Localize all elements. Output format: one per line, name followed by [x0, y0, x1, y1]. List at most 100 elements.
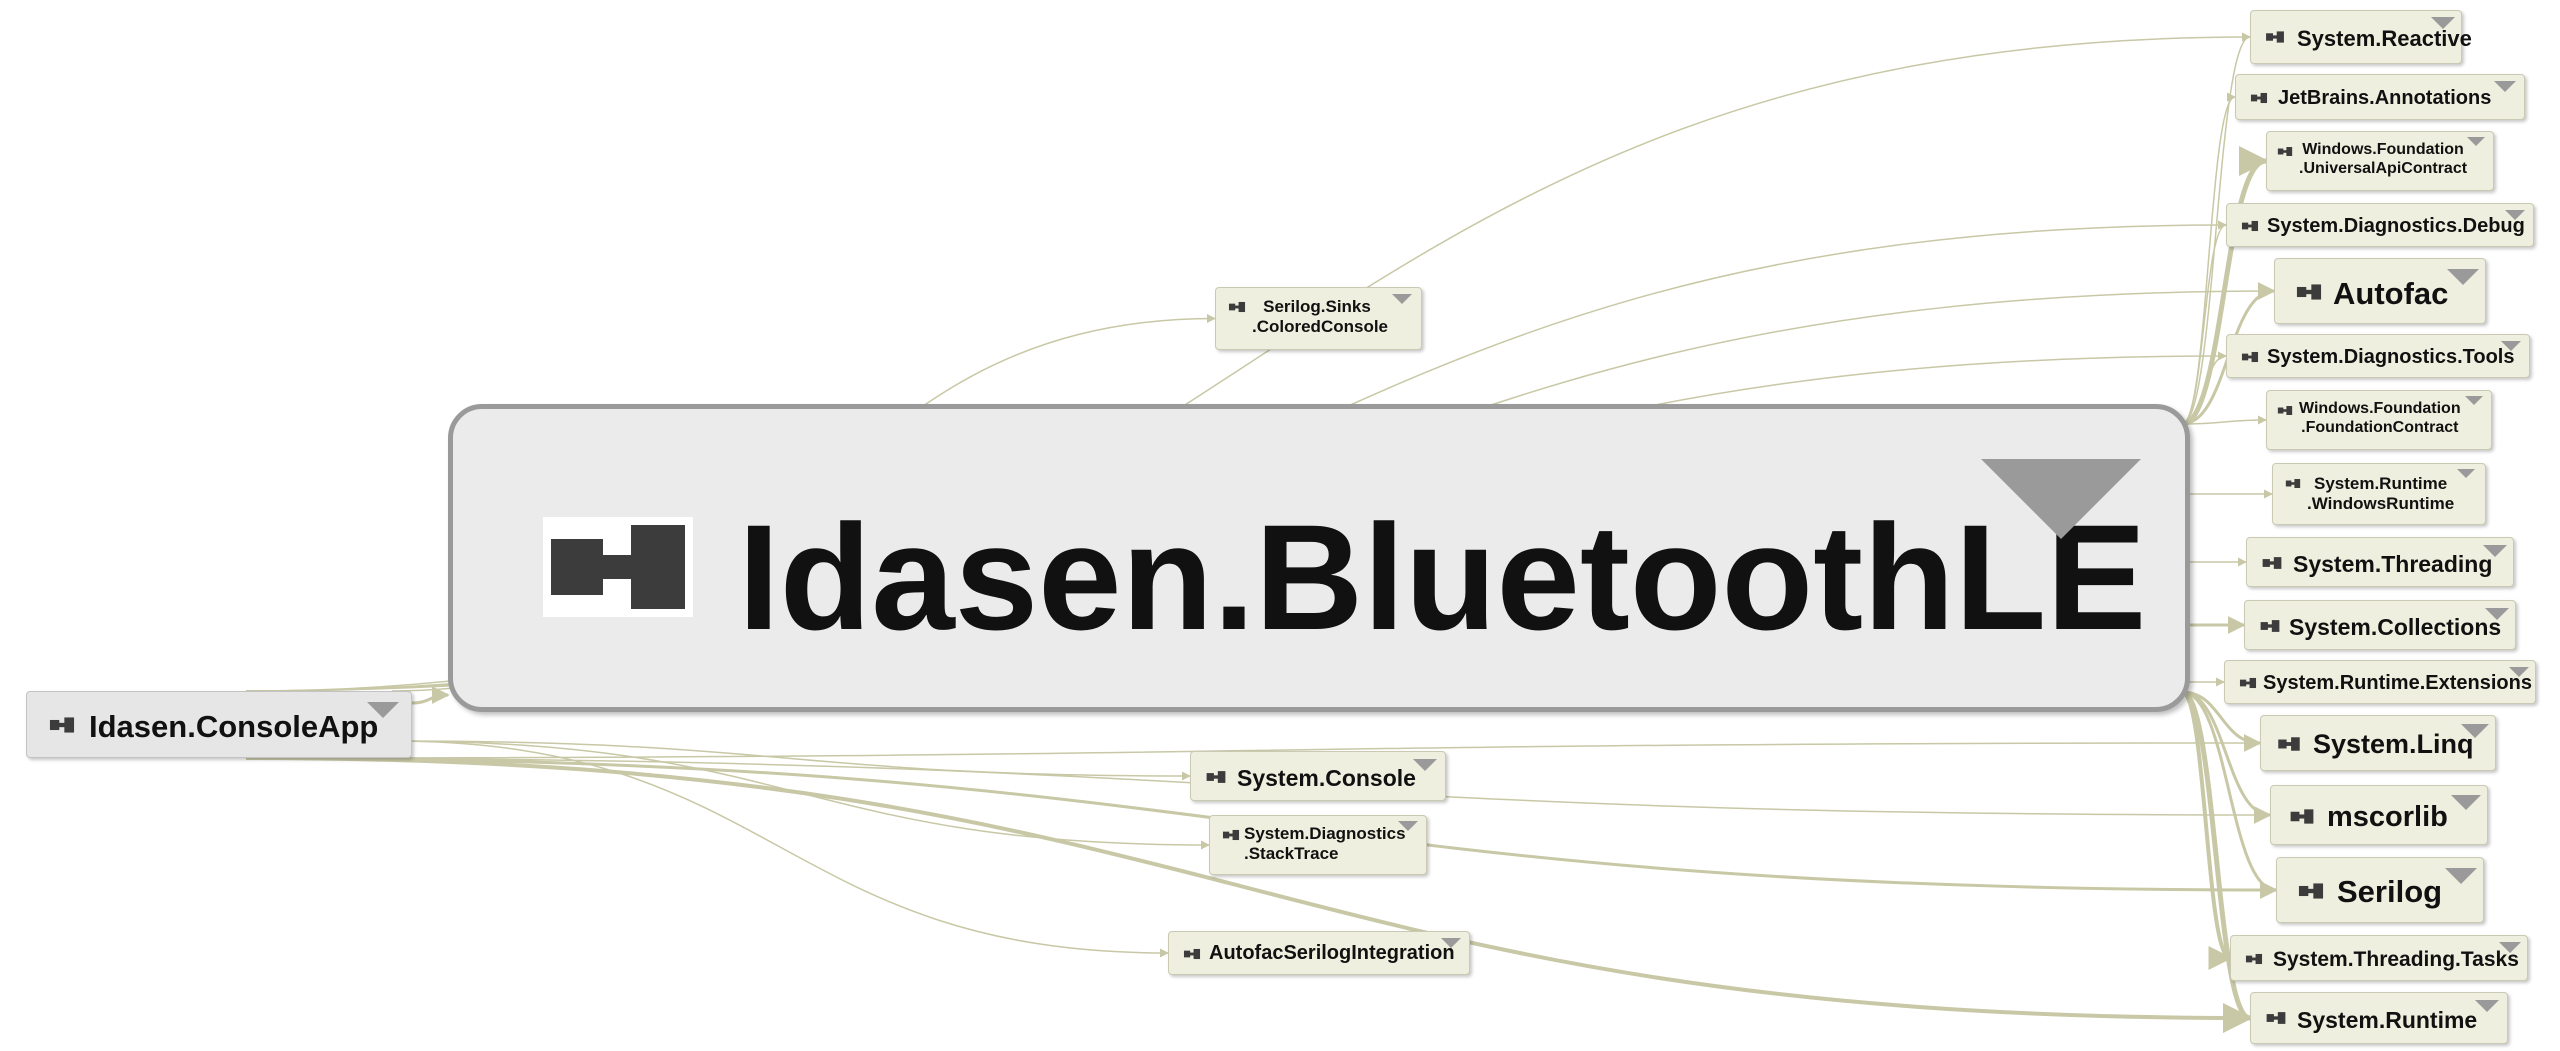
chevron-down-icon[interactable] [2505, 210, 2525, 220]
node-autofacserilogintegration[interactable]: AutofacSerilogIntegration [1168, 931, 1470, 975]
node-system-threading-tasks[interactable]: System.Threading.Tasks [2230, 935, 2528, 981]
node-system-threading[interactable]: System.Threading [2246, 537, 2514, 587]
node-mscorlib[interactable]: mscorlib [2270, 785, 2488, 845]
node-label: System.Runtime [2297, 1007, 2478, 1033]
edge-consoleapp-runtime [245, 756, 2253, 1030]
node-label: AutofacSerilogIntegration [1209, 942, 1455, 964]
chevron-down-icon[interactable] [2457, 469, 2475, 478]
edge-bluetoothle-fc [2181, 415, 2267, 425]
assembly-icon [2277, 736, 2301, 757]
node-label: System.Diagnostics.Debug [2267, 215, 2525, 237]
node-idasen-consoleapp[interactable]: Idasen.ConsoleApp [26, 691, 412, 758]
node-label: Windows.Foundation .FoundationContract [2299, 400, 2461, 436]
source-node-label: Idasen.ConsoleApp [89, 709, 379, 744]
assembly-icon [2277, 144, 2293, 162]
edge-bluetoothle-tasks [2180, 690, 2233, 970]
assembly-icon [47, 716, 77, 739]
node-label: System.Linq [2313, 729, 2474, 759]
node-label: System.Collections [2289, 614, 2502, 640]
chevron-down-icon[interactable] [1392, 294, 1412, 304]
chevron-down-icon[interactable] [2461, 724, 2489, 738]
assembly-icon [2265, 1011, 2287, 1030]
edge-bluetoothle-reactive [2181, 32, 2251, 425]
assembly-icon [2289, 808, 2315, 830]
assembly-icon [2241, 219, 2259, 237]
node-label: System.Console [1237, 765, 1416, 791]
chevron-down-icon[interactable] [367, 702, 399, 718]
node-label: System.Diagnostics.Tools [2267, 346, 2515, 368]
node-system-console[interactable]: System.Console [1190, 751, 1446, 801]
node-system-collections[interactable]: System.Collections [2244, 600, 2516, 650]
assembly-icon [2285, 476, 2301, 494]
node-jetbrains-annotations[interactable]: JetBrains.Annotations [2235, 74, 2525, 120]
node-label: mscorlib [2327, 801, 2448, 833]
edge-consoleapp-bluetoothle [411, 686, 450, 705]
node-serilog-sinks-coloredconsole[interactable]: Serilog.Sinks .ColoredConsole [1215, 287, 1422, 350]
assembly-icon [2245, 952, 2263, 970]
edge-consoleapp-console [391, 740, 1191, 781]
node-label: System.Runtime.Extensions [2263, 672, 2532, 694]
edge-consoleapp-afserilog [391, 740, 1169, 958]
node-system-diagnostics-debug[interactable]: System.Diagnostics.Debug [2226, 203, 2534, 247]
chevron-down-icon[interactable] [2501, 341, 2521, 351]
main-node-label: Idasen.BluetoothLE [738, 493, 2147, 661]
node-label: System.Runtime .WindowsRuntime [2307, 474, 2455, 514]
edge-bluetoothle-tools [2181, 351, 2227, 425]
node-windows-foundation-universalapicontract[interactable]: Windows.Foundation .UniversalApiContract [2266, 131, 2494, 191]
node-system-runtime-windowsruntime[interactable]: System.Runtime .WindowsRuntime [2272, 463, 2486, 525]
node-windows-foundation-foundationcontract[interactable]: Windows.Foundation .FoundationContract [2266, 390, 2492, 450]
edge-consoleapp-linq [245, 738, 2261, 759]
node-serilog[interactable]: Serilog [2276, 857, 2484, 923]
node-label: System.Reactive [2297, 26, 2472, 51]
chevron-down-icon[interactable] [2445, 868, 2477, 884]
chevron-down-icon[interactable] [2467, 137, 2485, 146]
assembly-icon [1183, 947, 1201, 965]
chevron-down-icon[interactable] [2483, 545, 2507, 557]
assembly-icon [2241, 350, 2259, 368]
assembly-icon [2295, 283, 2323, 306]
chevron-down-icon[interactable] [2431, 17, 2455, 29]
node-system-reactive[interactable]: System.Reactive [2250, 10, 2472, 64]
chevron-down-icon[interactable] [1413, 759, 1437, 771]
chevron-down-icon[interactable] [2485, 608, 2509, 620]
node-label: Windows.Foundation .UniversalApiContract [2299, 141, 2468, 177]
edge-bluetoothle-serilog [2181, 690, 2278, 899]
assembly-icon [2261, 556, 2283, 575]
chevron-down-icon[interactable] [2509, 667, 2529, 677]
edge-bluetoothle-debug [2181, 220, 2227, 425]
chevron-down-icon[interactable] [2494, 81, 2516, 92]
assembly-icon [2239, 676, 2257, 694]
node-label: JetBrains.Annotations [2278, 87, 2492, 109]
node-system-runtime[interactable]: System.Runtime [2250, 992, 2508, 1044]
node-label: Serilog.Sinks .ColoredConsole [1252, 297, 1389, 337]
assembly-icon [2277, 403, 2293, 421]
chevron-down-icon[interactable] [1441, 938, 1461, 948]
node-label: Serilog [2337, 874, 2443, 909]
node-label: System.Threading [2293, 551, 2493, 577]
node-autofac[interactable]: Autofac [2274, 258, 2486, 324]
node-system-diagnostics-stacktrace[interactable]: System.Diagnostics .StackTrace [1209, 815, 1427, 875]
node-label: Autofac [2333, 276, 2449, 311]
node-system-diagnostics-tools[interactable]: System.Diagnostics.Tools [2226, 334, 2530, 378]
chevron-down-icon[interactable] [2451, 795, 2481, 810]
assembly-icon [1222, 828, 1240, 846]
chevron-down-icon[interactable] [2499, 942, 2521, 953]
assembly-icon [543, 517, 693, 622]
assembly-icon [1228, 300, 1246, 318]
chevron-down-icon[interactable] [1398, 821, 1418, 831]
node-system-runtime-extensions[interactable]: System.Runtime.Extensions [2224, 660, 2536, 704]
assembly-icon [1205, 770, 1227, 789]
assembly-icon [2265, 30, 2285, 49]
chevron-down-icon[interactable] [2465, 396, 2483, 405]
assembly-icon [2259, 619, 2281, 638]
chevron-down-icon[interactable] [1981, 459, 2141, 539]
node-label: System.Threading.Tasks [2273, 948, 2519, 971]
assembly-icon [2297, 882, 2325, 905]
chevron-down-icon[interactable] [2447, 269, 2479, 285]
chevron-down-icon[interactable] [2475, 1000, 2499, 1012]
node-idasen-bluetoothle[interactable]: Idasen.BluetoothLE [448, 404, 2190, 712]
edge-bluetoothle-runtime [2180, 689, 2253, 1033]
assembly-icon [2250, 91, 2268, 109]
node-system-linq[interactable]: System.Linq [2260, 715, 2496, 771]
node-label: System.Diagnostics .StackTrace [1244, 824, 1406, 864]
